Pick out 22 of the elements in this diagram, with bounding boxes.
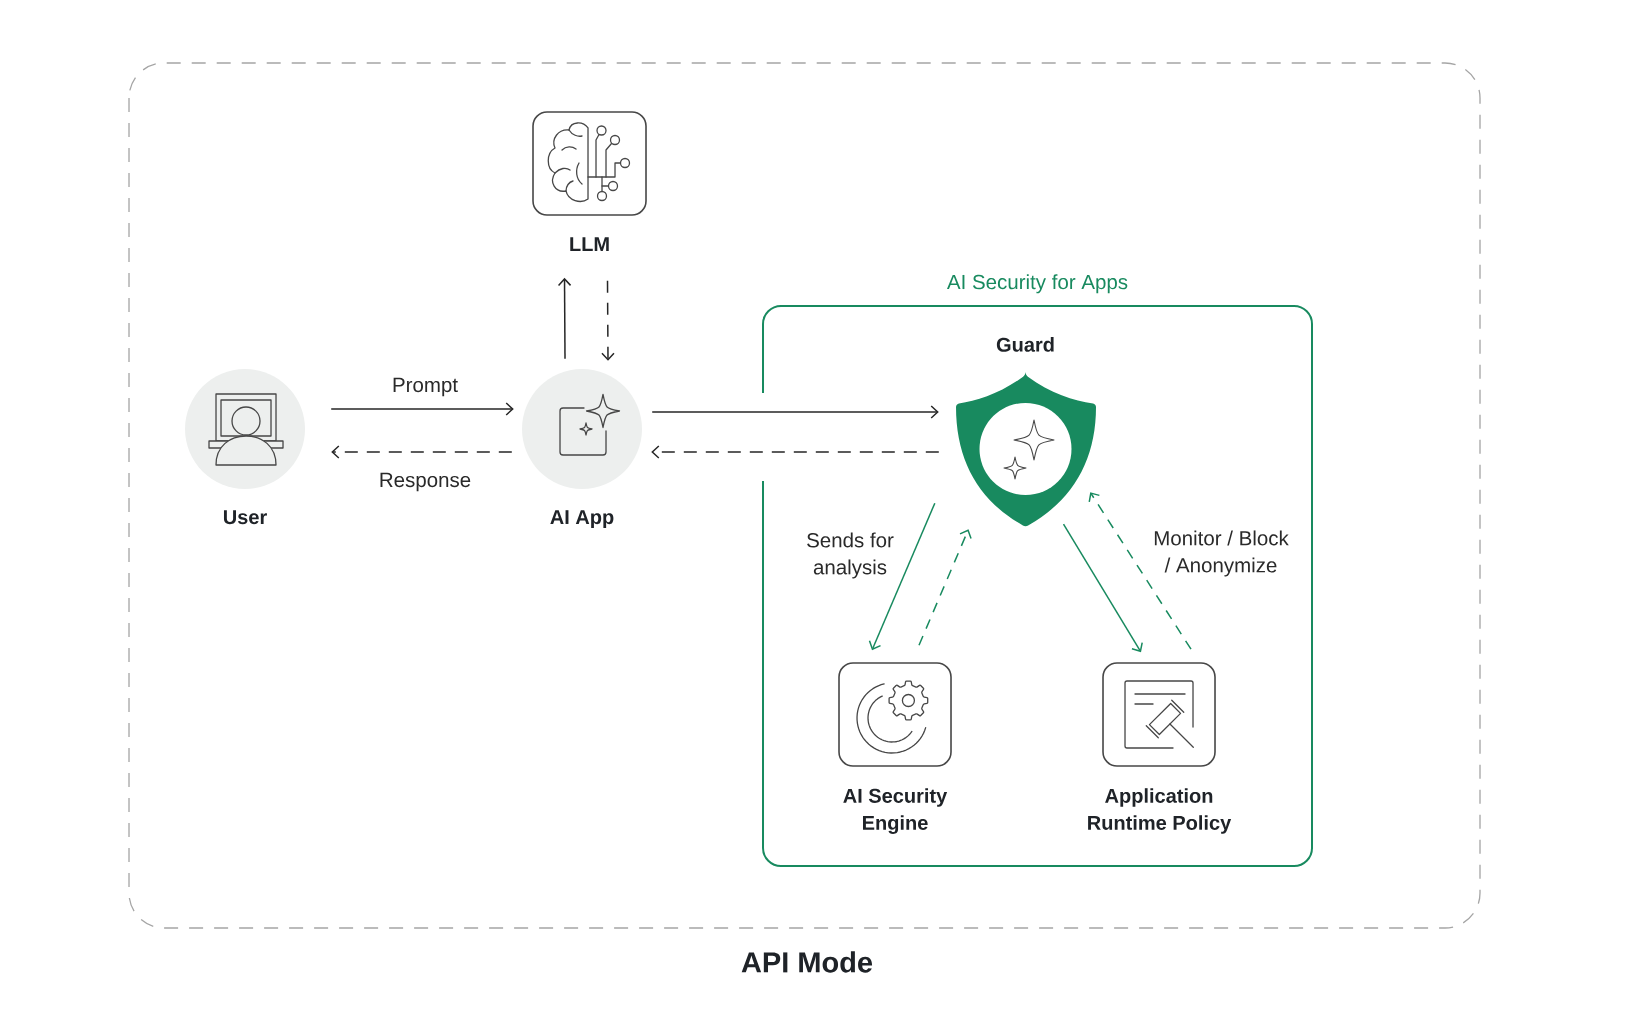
arrow — [330, 402, 514, 416]
dashed-arrow — [1088, 492, 1192, 650]
dashed-arrow — [651, 445, 940, 459]
edge-label: Response — [380, 472, 471, 492]
node-label: LLM — [570, 237, 609, 251]
edge-label: Monitor / Block / Anonymize — [1154, 530, 1289, 577]
arrow — [1062, 523, 1143, 653]
edge-label: Prompt — [393, 377, 458, 397]
dashed-arrow — [918, 529, 972, 646]
arrow — [557, 277, 572, 360]
node-label: AI Security for Apps — [947, 274, 1128, 294]
node-label: User — [224, 510, 267, 525]
node-label: Guard — [996, 337, 1054, 352]
edge-label: Sends for analysis — [807, 532, 894, 579]
dashed-arrow — [331, 445, 513, 459]
dashed-arrow — [601, 280, 615, 361]
diagram-title: API Mode — [741, 951, 873, 973]
node-label: Application Runtime Policy — [1088, 788, 1232, 834]
arrow — [651, 405, 939, 419]
node-label: AI Security Engine — [843, 788, 948, 834]
node-label: AI App — [550, 510, 614, 529]
arrow — [868, 502, 936, 651]
